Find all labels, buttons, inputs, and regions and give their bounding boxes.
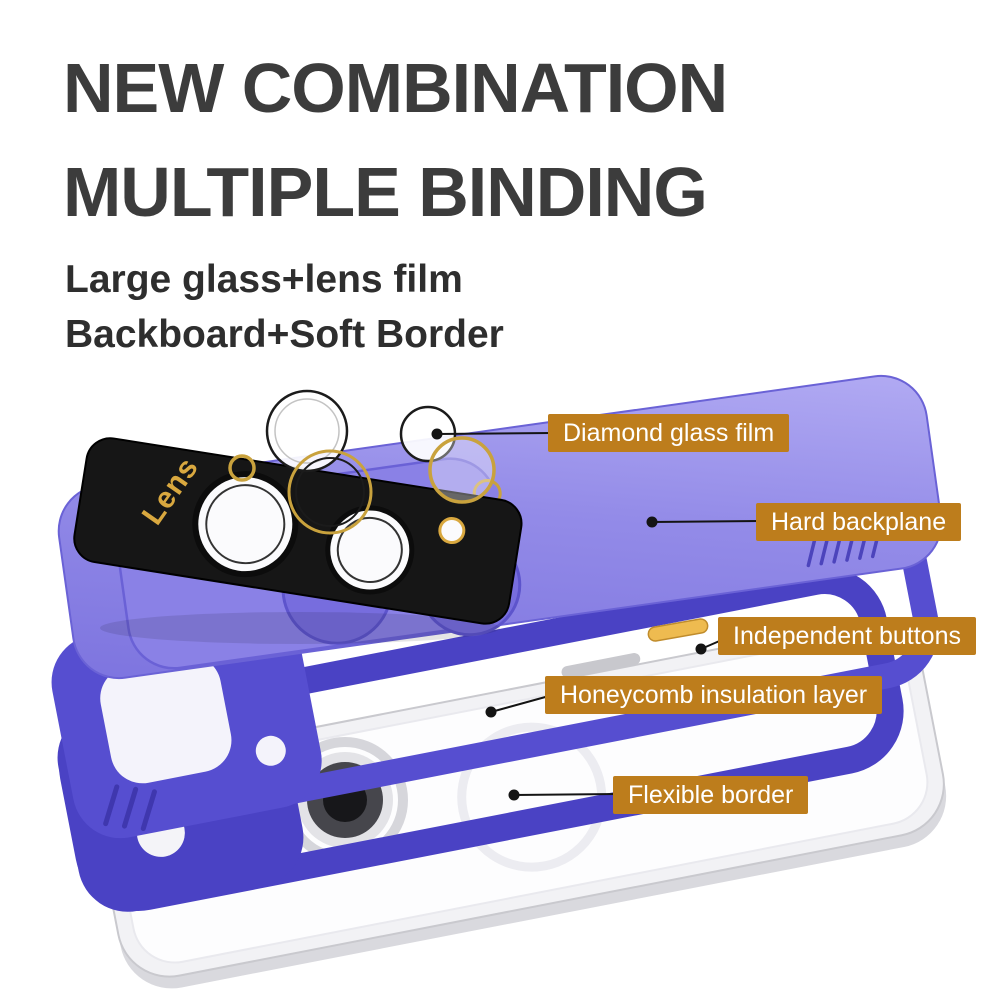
honeycomb-cap-cutout: [100, 655, 232, 784]
callout-hard-backplane: Hard backplane: [756, 503, 962, 541]
callout-leader-dots: [431, 428, 707, 801]
film-shadow: [100, 612, 500, 644]
subtitle-line-2: Backboard+Soft Border: [65, 313, 504, 356]
honeycomb-vent-lines: [103, 784, 157, 832]
glass-film-rings: [228, 389, 496, 535]
film-flash-ring-icon: [438, 517, 466, 545]
page-subtitle: Large glass+lens film Backboard+Soft Bor…: [65, 252, 504, 362]
callout-honeycomb-insulation-layer: Honeycomb insulation layer: [545, 676, 883, 714]
gold-ring-icon: [228, 454, 256, 482]
title-line-2: MULTIPLE BINDING: [63, 153, 708, 231]
gold-ring-icon: [287, 449, 373, 535]
title-line-1: NEW COMBINATION: [63, 49, 728, 127]
page-title: NEW COMBINATION MULTIPLE BINDING: [63, 36, 728, 244]
magsafe-ring-icon: [457, 722, 607, 872]
callout-diamond-glass-film: Diamond glass film: [548, 414, 790, 452]
callout-leader-lines: [436, 432, 761, 796]
honeycomb-cap-hole: [255, 735, 286, 766]
gold-ring-icon: [428, 436, 496, 504]
independent-button: [647, 618, 709, 642]
subtitle-line-1: Large glass+lens film: [65, 258, 463, 301]
callout-flexible-border: Flexible border: [613, 776, 809, 814]
callout-independent-buttons: Independent buttons: [718, 617, 976, 655]
phone-side-button: [561, 653, 641, 679]
